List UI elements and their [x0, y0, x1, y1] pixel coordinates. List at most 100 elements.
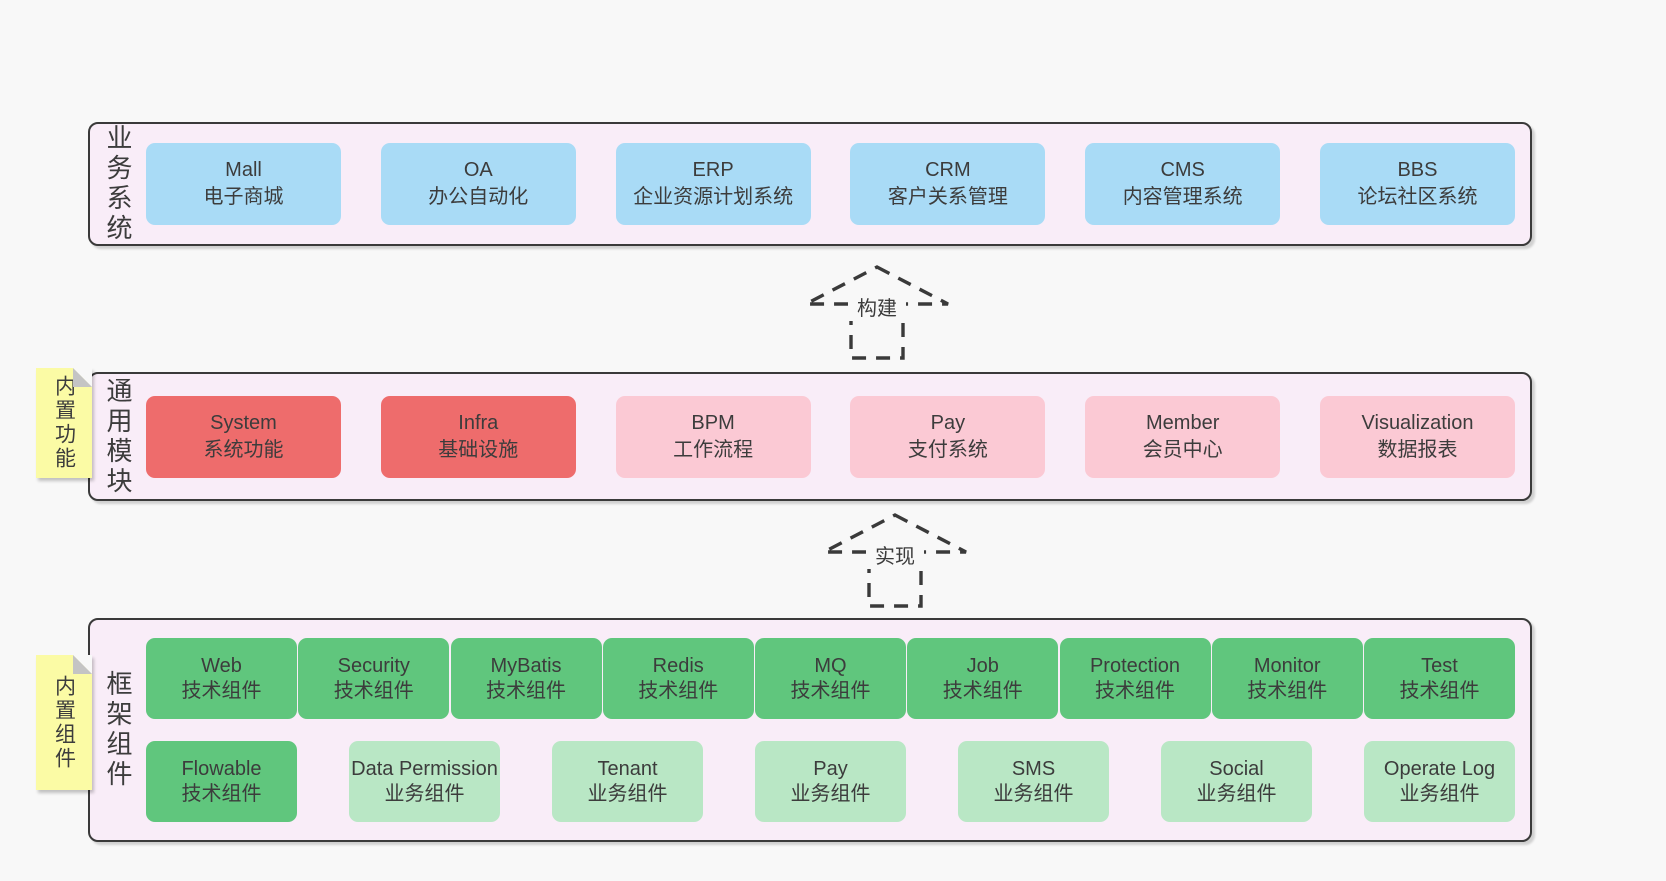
- box-system: System 系统功能: [146, 395, 341, 478]
- box-title: Mall: [225, 159, 262, 181]
- arrow-outline: [823, 513, 967, 608]
- arrow-label-bg: [848, 293, 906, 321]
- sticky-label: 内置组件: [52, 674, 76, 771]
- box-subtitle: 业务组件: [993, 782, 1074, 805]
- box-title: Monitor: [1253, 654, 1321, 677]
- box-operate-log: Operate Log 业务组件: [1364, 741, 1515, 822]
- box-title: Redis: [652, 654, 704, 677]
- box-erp: ERP 企业资源计划系统: [615, 143, 811, 225]
- arrow-label: 构建: [857, 297, 897, 320]
- box-subtitle: 电子商城: [203, 186, 284, 208]
- box-title: Tenant: [597, 757, 658, 780]
- band-modules-row: System 系统功能 Infra 基础设施 BPM 工作流程 Pay 支付系统…: [146, 374, 1530, 499]
- box-redis: Redis 技术组件: [602, 638, 754, 719]
- box-mall: Mall 电子商城: [146, 143, 341, 225]
- box-data-permission: Data Permission 业务组件: [349, 741, 500, 822]
- box-security: Security 技术组件: [298, 638, 450, 719]
- box-title: Data Permission: [351, 757, 498, 780]
- box-title: CRM: [925, 159, 971, 181]
- box-subtitle: 企业资源计划系统: [633, 186, 794, 208]
- band-common-modules: 通用模块 System 系统功能 Infra 基础设施 BPM 工作流程 Pay…: [88, 372, 1532, 501]
- box-subtitle: 支付系统: [907, 438, 988, 461]
- box-subtitle: 论坛社区系统: [1357, 186, 1478, 208]
- box-mq: MQ 技术组件: [755, 638, 906, 719]
- box-subtitle: 技术组件: [486, 679, 566, 702]
- box-pay-component: Pay 业务组件: [755, 741, 906, 822]
- box-title: CMS: [1160, 159, 1205, 181]
- arrow-label-bg: [866, 541, 924, 569]
- arrow-outline: [805, 265, 949, 360]
- box-job: Job 技术组件: [907, 638, 1059, 719]
- box-title: SMS: [1011, 757, 1056, 780]
- box-test: Test 技术组件: [1364, 638, 1515, 719]
- box-subtitle: 技术组件: [333, 679, 414, 702]
- box-title: Web: [201, 654, 242, 677]
- box-subtitle: 客户关系管理: [887, 186, 1008, 208]
- band-components-grid: Web 技术组件 Security 技术组件 MyBatis 技术组件 Redi…: [146, 620, 1530, 840]
- box-title: BBS: [1397, 159, 1438, 181]
- box-title: Job: [966, 654, 999, 677]
- box-member: Member 会员中心: [1085, 395, 1281, 478]
- box-title: System: [210, 411, 277, 434]
- box-bbs: BBS 论坛社区系统: [1319, 143, 1515, 225]
- band-modules-label: 通用模块: [90, 374, 146, 499]
- box-bpm: BPM 工作流程: [615, 395, 811, 478]
- box-pay-system: Pay 支付系统: [850, 395, 1046, 478]
- box-crm: CRM 客户关系管理: [850, 143, 1046, 225]
- box-oa: OA 办公自动化: [380, 143, 576, 225]
- box-subtitle: 业务组件: [1399, 782, 1480, 805]
- box-title: Protection: [1089, 654, 1181, 677]
- band-business-row: Mall 电子商城 OA 办公自动化 ERP 企业资源计划系统 CRM 客户关系…: [146, 124, 1530, 244]
- box-visualization: Visualization 数据报表: [1319, 395, 1515, 478]
- box-subtitle: 业务组件: [1196, 782, 1277, 805]
- box-subtitle: 技术组件: [181, 679, 262, 702]
- sticky-built-in-components: 内置组件: [36, 655, 92, 790]
- box-subtitle: 系统功能: [203, 438, 284, 461]
- box-monitor: Monitor 技术组件: [1211, 638, 1363, 719]
- band-label-text: 通用模块: [103, 376, 133, 497]
- sticky-built-in-features: 内置功能: [36, 368, 92, 478]
- box-subtitle: 工作流程: [673, 438, 754, 461]
- band-business-label: 业务系统: [90, 124, 146, 244]
- box-cms: CMS 内容管理系统: [1085, 143, 1281, 225]
- box-subtitle: 业务组件: [587, 782, 668, 805]
- box-subtitle: 基础设施: [438, 438, 519, 461]
- box-mybatis: MyBatis 技术组件: [450, 638, 602, 719]
- box-subtitle: 办公自动化: [428, 186, 529, 208]
- box-title: Pay: [813, 757, 848, 780]
- sticky-label: 内置功能: [52, 375, 76, 471]
- band-business-systems: 业务系统 Mall 电子商城 OA 办公自动化 ERP 企业资源计划系统 CRM…: [88, 122, 1532, 246]
- box-title: Member: [1146, 411, 1220, 434]
- box-title: Infra: [458, 411, 499, 434]
- box-tenant: Tenant 业务组件: [552, 741, 703, 822]
- box-title: Operate Log: [1383, 757, 1496, 780]
- box-title: OA: [463, 159, 493, 181]
- band-label-text: 框架组件: [103, 670, 133, 790]
- box-title: Social: [1209, 757, 1264, 780]
- box-subtitle: 业务组件: [384, 782, 465, 805]
- build-arrow-icon: 构建: [805, 265, 949, 360]
- box-title: Visualization: [1361, 411, 1474, 434]
- box-title: ERP: [692, 159, 734, 181]
- box-title: Test: [1421, 654, 1458, 677]
- box-social: Social 业务组件: [1161, 741, 1312, 822]
- box-subtitle: 技术组件: [1247, 679, 1328, 702]
- box-subtitle: 技术组件: [638, 679, 719, 702]
- box-title: MQ: [814, 654, 847, 677]
- box-protection: Protection 技术组件: [1059, 638, 1211, 719]
- box-title: Pay: [930, 411, 966, 434]
- box-web: Web 技术组件: [146, 638, 297, 719]
- box-subtitle: 数据报表: [1377, 438, 1458, 461]
- box-title: Security: [337, 654, 410, 677]
- box-subtitle: 内容管理系统: [1122, 186, 1243, 208]
- box-flowable: Flowable 技术组件: [146, 741, 297, 822]
- box-subtitle: 技术组件: [942, 679, 1023, 702]
- box-subtitle: 会员中心: [1142, 438, 1223, 461]
- box-subtitle: 技术组件: [1095, 679, 1175, 702]
- box-sms: SMS 业务组件: [958, 741, 1109, 822]
- box-subtitle: 技术组件: [790, 679, 871, 702]
- box-title: BPM: [691, 411, 735, 434]
- implement-arrow-icon: 实现: [823, 513, 967, 608]
- arrow-label: 实现: [875, 545, 915, 568]
